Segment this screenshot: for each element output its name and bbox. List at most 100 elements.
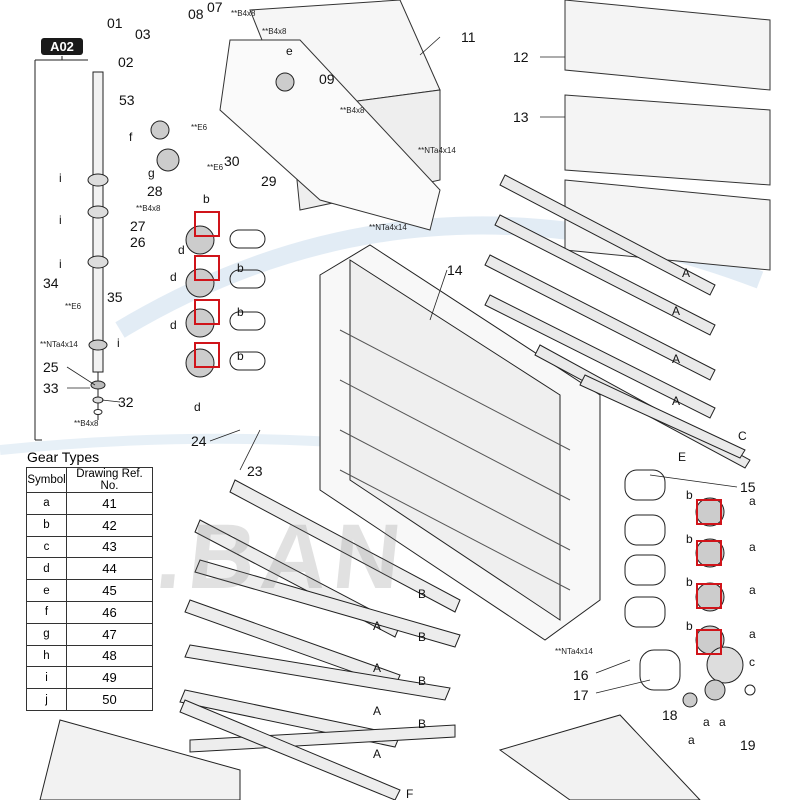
gear-callout-i-4: i <box>117 336 120 350</box>
part-label-26: 26 <box>130 234 146 250</box>
part-label-34: 34 <box>43 275 59 291</box>
gear-callout-e: e <box>286 44 293 58</box>
part-label-15: 15 <box>740 479 756 495</box>
gear-callout-b-3: b <box>237 305 244 319</box>
gear-callout-d-4: d <box>194 400 201 414</box>
screw-label-nta-4: **NTa4x14 <box>555 647 593 656</box>
ref-cell: 44 <box>66 557 153 581</box>
part-label-07: 07 <box>207 0 223 15</box>
roller-label-c: C <box>738 429 747 443</box>
ref-cell: 47 <box>66 622 153 646</box>
gear-callout-d-2: d <box>170 270 177 284</box>
roller-label-a-8: A <box>373 747 382 761</box>
symbol-cell: h <box>26 644 67 668</box>
part-label-33: 33 <box>43 380 59 396</box>
roller-label-b-2: B <box>418 630 427 644</box>
symbol-cell: j <box>26 688 67 711</box>
shaft-assembly-frame <box>34 56 109 441</box>
ref-cell: 42 <box>66 513 153 537</box>
gear-callout-a-b1: a <box>703 715 710 729</box>
part-label-53: 53 <box>119 92 135 108</box>
symbol-cell: d <box>26 557 67 581</box>
roller-label-a-7: A <box>373 704 382 718</box>
ref-cell: 48 <box>66 644 153 668</box>
ref-cell: 41 <box>66 492 153 515</box>
screw-label-b4x8-4: **B4x8 <box>136 204 161 213</box>
roller-label-a-4: A <box>672 394 681 408</box>
part-label-29: 29 <box>261 173 277 189</box>
screw-label-e6-1: **E6 <box>191 123 208 132</box>
roller-label-a-3: A <box>672 352 681 366</box>
gear-callout-b-r4: b <box>686 619 693 633</box>
gear-callout-a-r1: a <box>749 494 756 508</box>
part-label-02: 02 <box>118 54 134 70</box>
gear-callout-d-1: d <box>178 243 185 257</box>
rollers-right <box>484 174 751 469</box>
roller-label-b-4: B <box>418 717 427 731</box>
roller-label-b-3: B <box>418 674 427 688</box>
screw-label-b4x8-5: **B4x8 <box>74 419 99 428</box>
gear-callout-b-2: b <box>237 261 244 275</box>
roller-label-e: E <box>678 450 687 464</box>
part-label-19: 19 <box>740 737 756 753</box>
part-label-28: 28 <box>147 183 163 199</box>
roller-label-a-6: A <box>373 661 382 675</box>
part-label-18: 18 <box>662 707 678 723</box>
gear-callout-g: g <box>148 166 155 180</box>
screw-label-nta-3: **NTa4x14 <box>40 340 78 349</box>
table-header-row: Symbol Drawing Ref. No. <box>26 467 153 493</box>
gear-callout-b-r1: b <box>686 488 693 502</box>
roller-label-a-5: A <box>373 619 382 633</box>
highlight-boxes-right <box>696 499 722 655</box>
screw-label-b4x8-3: **B4x8 <box>340 106 365 115</box>
part-label-03: 03 <box>135 26 151 42</box>
gear-callout-d-3: d <box>170 318 177 332</box>
roller-label-f: F <box>406 787 414 801</box>
gear-types-title: Gear Types <box>27 449 100 465</box>
gear-callout-b-1: b <box>203 192 210 206</box>
section-badge: A02 <box>41 38 83 55</box>
gear-callout-b-r3: b <box>686 575 693 589</box>
gear-callout-a-r3: a <box>749 583 756 597</box>
gear-callout-b-r2: b <box>686 532 693 546</box>
part-label-17: 17 <box>573 687 589 703</box>
screw-label-b4x8-2: **B4x8 <box>262 27 287 36</box>
part-label-01: 01 <box>107 15 123 31</box>
gear-callout-b-4: b <box>237 349 244 363</box>
symbol-cell: a <box>26 492 67 515</box>
gear-callout-i-2: i <box>59 213 62 227</box>
symbol-cell: f <box>26 600 67 624</box>
central-frame-ribs <box>339 329 571 591</box>
ref-cell: 50 <box>66 688 153 711</box>
gear-callout-a-b3: a <box>688 733 695 747</box>
roller-label-a-2: A <box>672 304 681 318</box>
symbol-cell: c <box>26 535 67 559</box>
ref-cell: 46 <box>66 600 153 624</box>
part-label-14: 14 <box>447 262 463 278</box>
roller-label-b-1: B <box>418 587 427 601</box>
part-label-08: 08 <box>188 6 204 22</box>
gear-callout-a-r4: a <box>749 627 756 641</box>
part-label-23: 23 <box>247 463 263 479</box>
top-rail-assembly <box>219 0 441 231</box>
screw-label-b4x8-1: **B4x8 <box>231 9 256 18</box>
side-panels <box>564 0 771 271</box>
part-label-32: 32 <box>118 394 134 410</box>
screw-label-nta-1: **NTa4x14 <box>418 146 456 155</box>
part-label-30: 30 <box>224 153 240 169</box>
gear-callout-f: f <box>129 130 133 144</box>
ref-cell: 49 <box>66 666 153 690</box>
part-label-35: 35 <box>107 289 123 305</box>
part-label-11: 11 <box>461 29 476 45</box>
symbol-cell: e <box>26 579 67 602</box>
bottom-parts <box>39 714 701 800</box>
